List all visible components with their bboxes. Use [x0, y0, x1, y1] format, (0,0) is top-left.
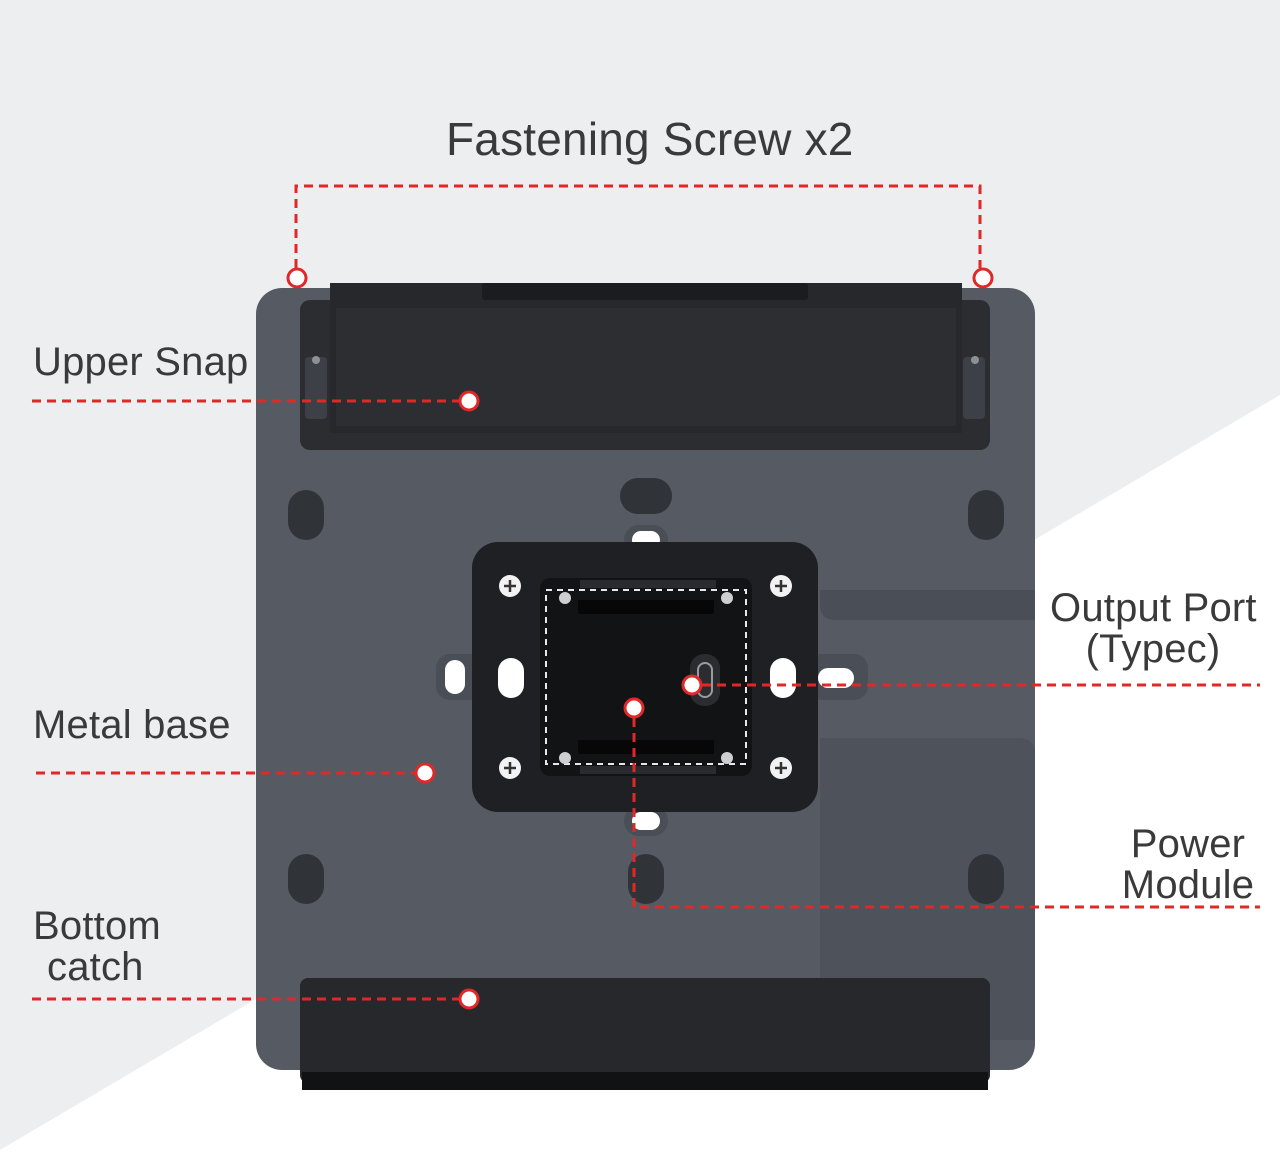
bracket-inner-slot-right [770, 658, 796, 698]
marker-output-port [681, 674, 703, 696]
upper-snap-face [336, 308, 956, 426]
label-bottom-catch-line2: catch [47, 944, 144, 989]
screw-dot-left [312, 356, 320, 364]
module-screws [559, 592, 733, 764]
marker-upper-snap [458, 390, 480, 412]
label-bottom-catch-line1: Bottom [33, 904, 161, 948]
label-metal-base-text: Metal base [33, 703, 231, 747]
bottom-catch-lip [302, 1072, 988, 1090]
marker-screw-right [972, 267, 994, 289]
label-output-port-line2: (Typec) [1085, 626, 1221, 671]
bracket-left-slot [445, 660, 465, 694]
bracket-right-slot [818, 668, 854, 688]
label-output-port-line1: Output Port [1050, 586, 1257, 630]
marker-power-module [623, 697, 645, 719]
label-power-module-line1: Power [1130, 822, 1246, 866]
label-metal-base: Metal base [33, 705, 231, 746]
label-upper-snap-text: Upper Snap [33, 340, 249, 384]
label-power-module: Power Module [1118, 824, 1258, 906]
vent-bottom [578, 740, 714, 754]
plate-channel-bottom [820, 738, 1035, 1040]
label-bottom-catch: Bottom catch [33, 906, 161, 988]
power-module-outline [545, 589, 747, 765]
bottom-catch [300, 978, 990, 1083]
plate-holes [288, 478, 1004, 904]
upper-snap-slot-right [963, 357, 985, 419]
marker-bottom-catch [458, 988, 480, 1010]
vent-top [578, 600, 714, 614]
callout-markers [286, 267, 994, 1010]
marker-screw-left [286, 267, 308, 289]
upper-snap-slot-left [305, 357, 327, 419]
callout-line-power-module [632, 718, 1260, 909]
callout-line-fastening-screw [294, 184, 982, 268]
label-power-module-line2: Module [1121, 862, 1255, 907]
title-fastening-screw: Fastening Screw x2 [446, 116, 854, 163]
screw-dot-right [971, 356, 979, 364]
title-text: Fastening Screw x2 [446, 113, 854, 165]
upper-snap-lip [482, 283, 808, 300]
bottom-slot [632, 812, 660, 830]
label-output-port: Output Port (Typec) [1050, 586, 1257, 671]
power-module [540, 578, 752, 776]
bracket-inner-slot-left [498, 658, 524, 698]
plate-channel-top [820, 590, 1035, 620]
bracket-screws [499, 575, 792, 779]
power-module-fins [580, 580, 716, 774]
marker-metal-base [414, 762, 436, 784]
label-upper-snap: Upper Snap [33, 342, 248, 383]
callout-lines [32, 184, 1260, 1001]
